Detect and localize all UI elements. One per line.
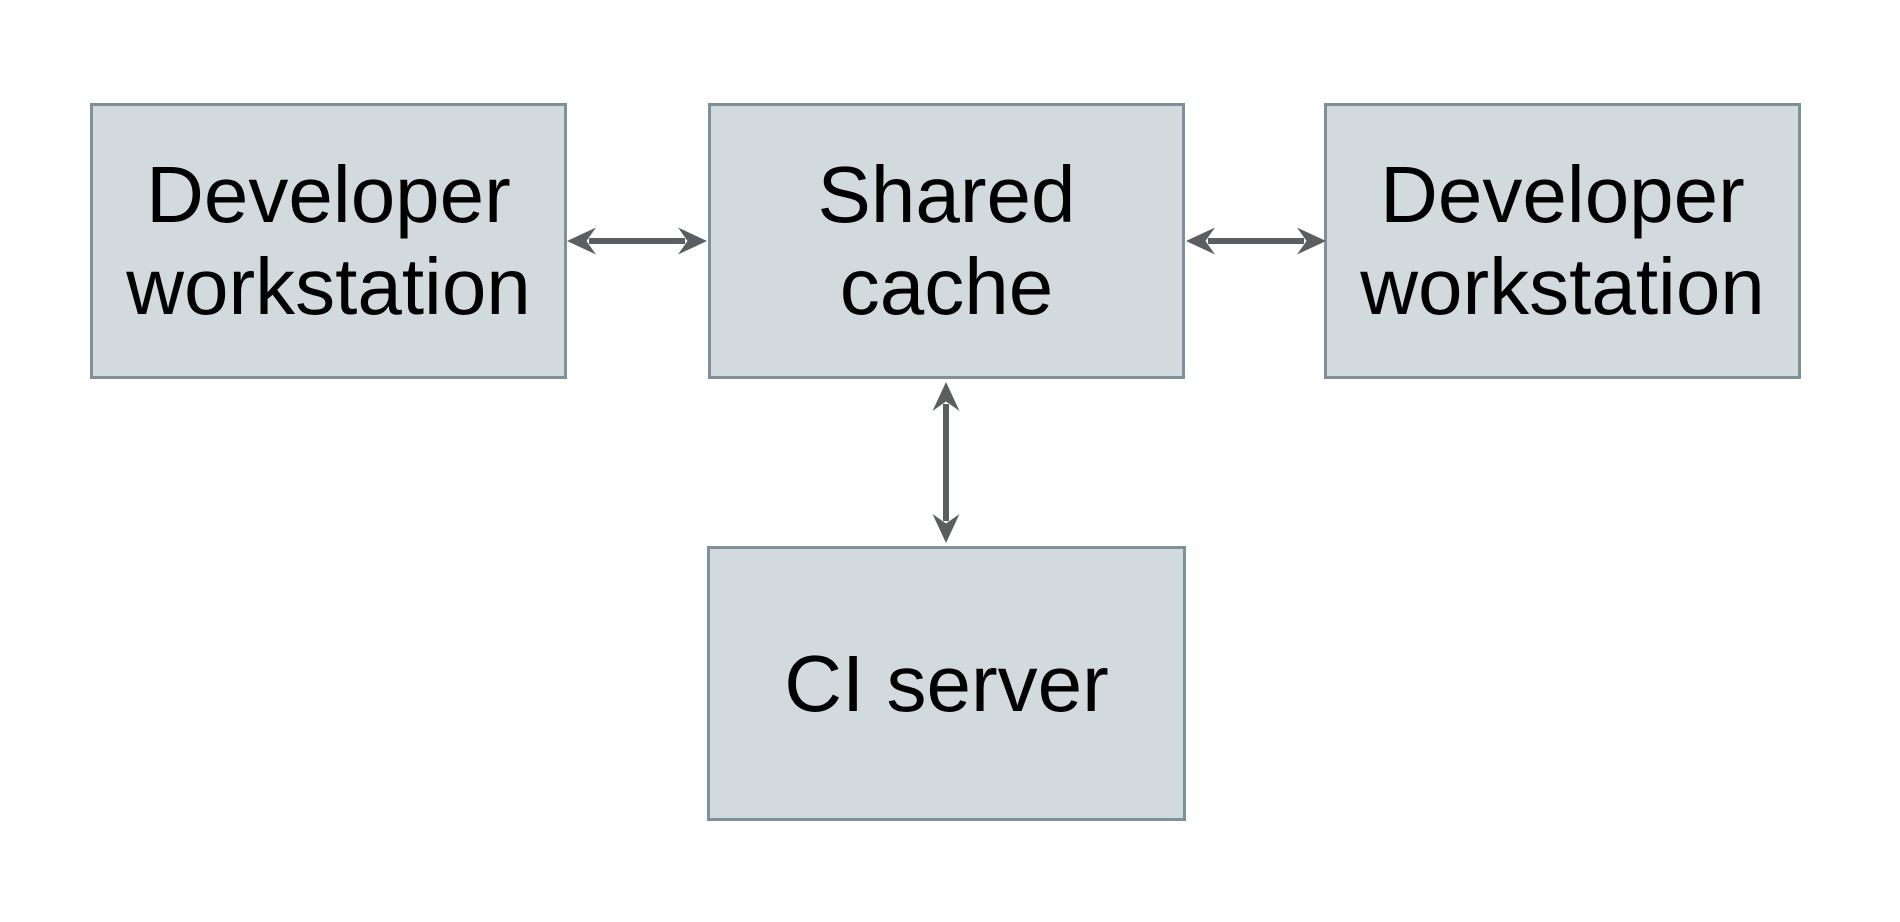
- arrowhead-left-icon: [1186, 227, 1215, 255]
- node-label: Developer workstation: [126, 150, 531, 331]
- edge-devleft-sharedcache-arrow: [567, 227, 707, 255]
- arrowhead-up-icon: [932, 382, 960, 411]
- node-label: Shared cache: [817, 150, 1076, 331]
- node-label: Developer workstation: [1360, 150, 1765, 331]
- edge-sharedcache-ciserver-arrow: [932, 382, 960, 543]
- arrowhead-right-icon: [1297, 227, 1326, 255]
- arrowhead-left-icon: [567, 227, 596, 255]
- node-shared-cache: Shared cache: [708, 103, 1185, 379]
- arrowhead-right-icon: [678, 227, 707, 255]
- edge-sharedcache-devright-arrow: [1186, 227, 1326, 255]
- node-label: CI server: [784, 638, 1109, 728]
- node-developer-workstation-right: Developer workstation: [1324, 103, 1801, 379]
- arrowhead-down-icon: [932, 514, 960, 543]
- node-developer-workstation-left: Developer workstation: [90, 103, 567, 379]
- node-ci-server: CI server: [707, 546, 1186, 821]
